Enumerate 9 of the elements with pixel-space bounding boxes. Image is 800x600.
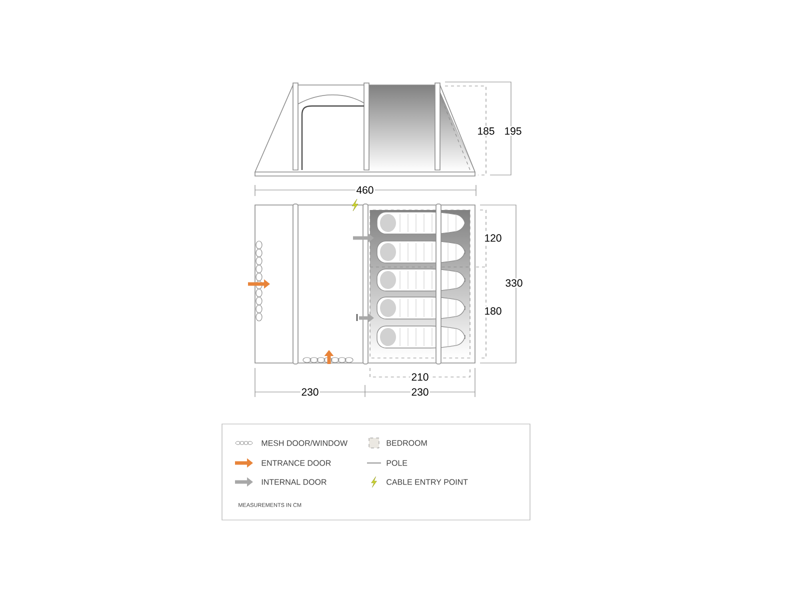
dimension-label: 460 — [355, 185, 375, 195]
dimension-label: 330 — [504, 278, 524, 288]
dimension-label: 120 — [483, 233, 503, 243]
dimension-label: 230 — [300, 387, 320, 397]
dimension-label: 195 — [503, 126, 523, 136]
dimension-label: 230 — [410, 387, 430, 397]
dimension-label: 185 — [476, 126, 496, 136]
dimension-label: 210 — [410, 372, 430, 382]
dimension-label: 180 — [483, 306, 503, 316]
